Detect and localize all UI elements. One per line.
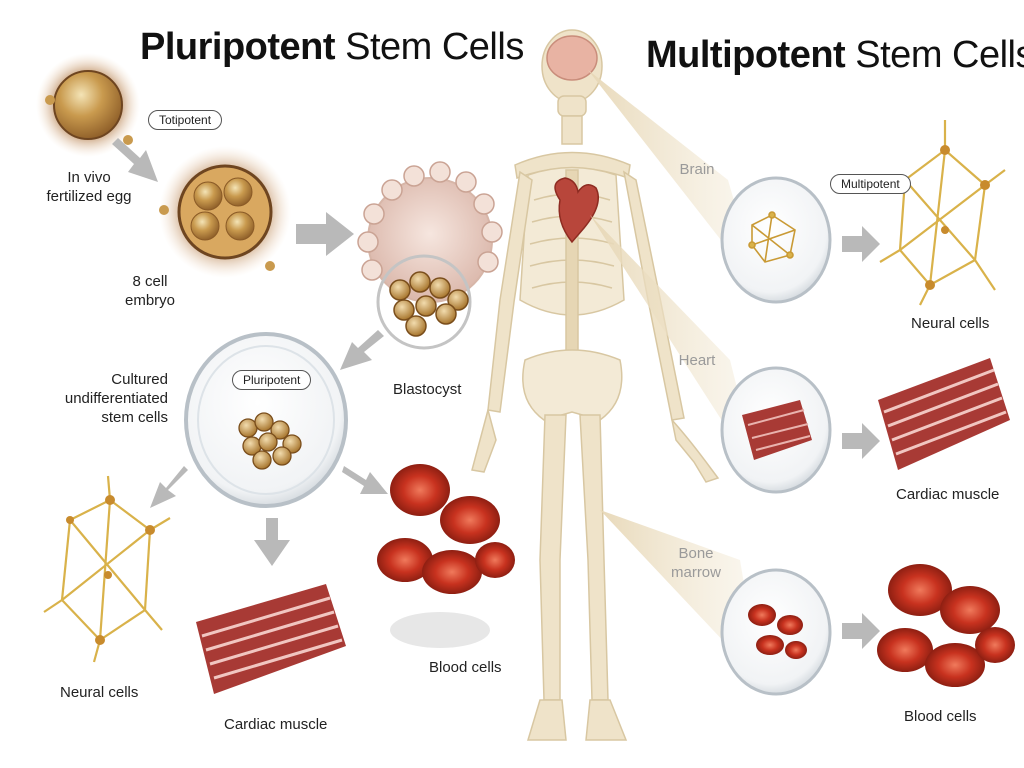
left-blood-label: Blood cells xyxy=(429,659,502,676)
cultured-label-line-2: undifferentiated xyxy=(64,390,168,407)
multipotent-tag: Multipotent xyxy=(830,174,911,194)
dish-muscle xyxy=(742,400,812,460)
organ-marrow-label: Bone marrow xyxy=(666,544,726,582)
blastocyst-label: Blastocyst xyxy=(393,381,462,398)
egg-label-line-1: In vivo xyxy=(67,169,111,186)
pluripotent-tag: Pluripotent xyxy=(232,370,312,390)
pluripotent-title-bold: Pluripotent xyxy=(140,26,336,68)
cultured-dish xyxy=(184,332,348,508)
embryo-label-line-2: embryo xyxy=(124,292,176,309)
pluripotent-title: Pluripotent Stem Cells xyxy=(140,26,524,69)
dish-arrows xyxy=(150,466,388,566)
cultured-label-line-1: Cultured xyxy=(111,371,168,388)
eight-cell-embryo xyxy=(159,146,291,278)
organ-beams xyxy=(588,70,760,680)
multipotent-title-bold: Multipotent xyxy=(646,34,846,76)
pluripotent-title-rest: Stem Cells xyxy=(345,26,524,68)
organ-marrow-line-1: Bone xyxy=(678,545,714,562)
organ-heart-label: Heart xyxy=(678,352,716,369)
egg-label: In vivo fertilized egg xyxy=(34,168,144,206)
right-blood-label: Blood cells xyxy=(904,708,977,725)
right-blood-cells xyxy=(877,564,1015,687)
cultured-label-line-3: stem cells xyxy=(101,409,168,426)
left-neural-label: Neural cells xyxy=(60,684,139,701)
egg-label-line-2: fertilized egg xyxy=(46,188,132,205)
left-cardiac-label: Cardiac muscle xyxy=(224,716,328,733)
embryo-label: 8 cell embryo xyxy=(110,272,190,310)
left-blood-cells xyxy=(377,464,515,648)
multipotent-title: Multipotent Stem Cells xyxy=(646,34,1024,77)
blastocyst xyxy=(357,161,503,350)
fertilized-egg xyxy=(36,53,140,157)
dish-blood-cells xyxy=(748,604,807,659)
organ-brain-label: Brain xyxy=(679,161,715,178)
embryo-label-line-1: 8 cell xyxy=(132,273,168,290)
right-cardiac-label: Cardiac muscle xyxy=(896,486,1000,503)
arrow-blastocyst-to-dish xyxy=(340,330,384,370)
organ-marrow-line-2: marrow xyxy=(670,564,721,581)
multipotent-arrows xyxy=(842,226,880,649)
right-neural-label: Neural cells xyxy=(911,315,990,332)
left-neural-cells xyxy=(43,475,171,663)
right-neural-cells xyxy=(879,120,1006,306)
dish-neural-cells xyxy=(748,211,796,263)
totipotent-tag: Totipotent xyxy=(148,110,223,130)
cultured-label: Cultured undifferentiated stem cells xyxy=(40,370,168,427)
multipotent-title-rest: Stem Cells xyxy=(855,34,1024,76)
human-skeleton xyxy=(471,29,720,741)
right-cardiac-muscle xyxy=(878,358,1010,470)
arrow-embryo-to-blastocyst xyxy=(296,212,354,256)
arrow-egg-to-embryo xyxy=(112,138,158,182)
left-cardiac-muscle xyxy=(196,584,346,694)
